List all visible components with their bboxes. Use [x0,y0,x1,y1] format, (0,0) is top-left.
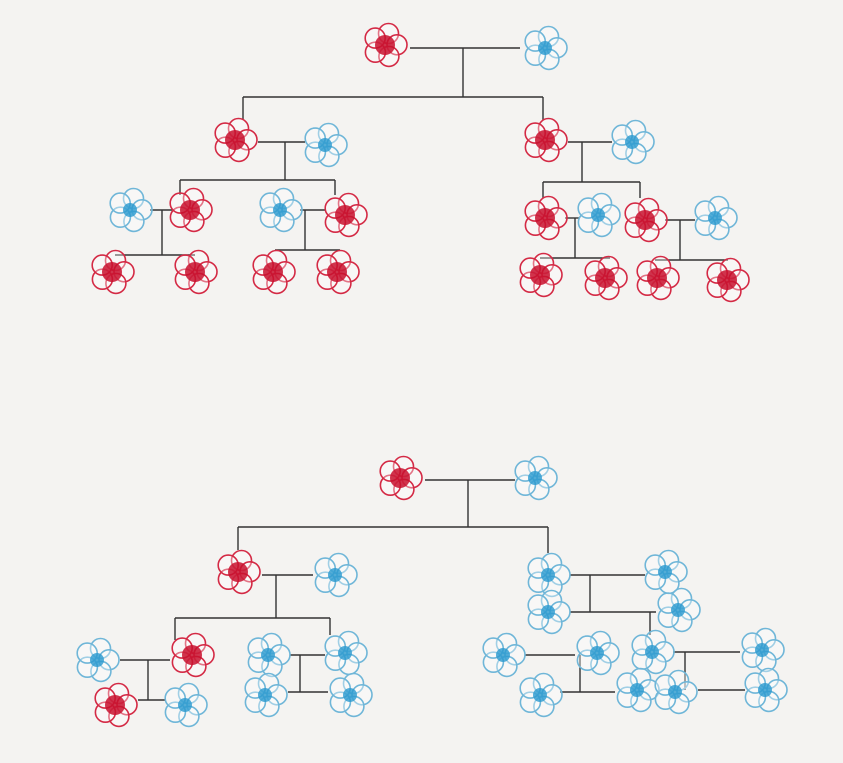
blue-flower-icon [109,187,153,233]
red-flower-icon [91,249,135,295]
red-flower-icon [174,249,218,295]
flower-center [261,648,275,662]
flower-center [390,468,410,488]
flower-center [595,268,615,288]
red-flower-icon [519,252,563,298]
red-flower-icon [524,117,568,163]
flower-center [123,203,137,217]
flower-center [668,685,682,699]
flower-center [708,211,722,225]
blue-flower-icon [631,629,675,675]
flower-center [105,695,125,715]
flower-center [180,200,200,220]
connection-lines [115,47,745,701]
flower-center [658,565,672,579]
flower-center [533,688,547,702]
flower-center [717,270,737,290]
flower-center [318,138,332,152]
flower-center [178,698,192,712]
blue-flower-icon [576,630,620,676]
blue-flower-icon [611,119,655,165]
blue-flower-icon [314,552,358,598]
flower-center [90,653,104,667]
blue-flower-icon [259,187,303,233]
red-flower-icon [624,197,668,243]
red-flower-icon [94,682,138,728]
blue-flower-icon [527,589,571,635]
red-flower-icon [316,249,360,295]
red-flower-icon [636,255,680,301]
red-flower-icon [214,117,258,163]
blue-flower-icon [324,630,368,676]
flower-center [645,645,659,659]
flower-nodes [76,22,788,728]
flower-center [182,645,202,665]
blue-flower-icon [616,667,660,713]
flower-center [530,265,550,285]
flower-center [496,648,510,662]
flower-center [538,41,552,55]
red-flower-icon [252,249,296,295]
blue-flower-icon [514,455,558,501]
blue-flower-icon [304,122,348,168]
flower-center [328,568,342,582]
blue-flower-icon [329,672,373,718]
red-flower-icon [706,257,750,303]
flower-center [102,262,122,282]
flower-center [375,35,395,55]
flower-center [535,130,555,150]
red-flower-icon [169,187,213,233]
blue-flower-icon [524,25,568,71]
blue-flower-icon [527,552,571,598]
flower-center [541,605,555,619]
flower-center [625,135,639,149]
flower-center [758,683,772,697]
blue-flower-icon [244,672,288,718]
blue-flower-icon [482,632,526,678]
flower-center [338,646,352,660]
flower-center [343,688,357,702]
flower-center [263,262,283,282]
flower-center [225,130,245,150]
flower-center [327,262,347,282]
flower-center [647,268,667,288]
flower-center [671,603,685,617]
flower-center [335,205,355,225]
blue-flower-icon [76,637,120,683]
red-flower-icon [379,455,423,501]
flower-center [228,562,248,582]
red-flower-icon [217,549,261,595]
blue-flower-icon [741,627,785,673]
red-flower-icon [364,22,408,68]
blue-flower-icon [644,549,688,595]
blue-flower-icon [744,667,788,713]
blue-flower-icon [519,672,563,718]
red-flower-icon [171,632,215,678]
blue-flower-icon [577,192,621,238]
blue-flower-icon [164,682,208,728]
red-flower-icon [324,192,368,238]
flower-center [755,643,769,657]
flower-center [591,208,605,222]
red-flower-icon [524,195,568,241]
blue-flower-icon [247,632,291,678]
red-flower-icon [584,255,628,301]
flower-center [535,208,555,228]
flower-center [273,203,287,217]
flower-center [528,471,542,485]
blue-flower-icon [657,587,701,633]
blue-flower-icon [694,195,738,241]
blue-flower-icon [654,669,698,715]
flower-center [590,646,604,660]
flower-center [185,262,205,282]
flower-center [258,688,272,702]
flower-center [635,210,655,230]
flower-center [630,683,644,697]
flower-center [541,568,555,582]
